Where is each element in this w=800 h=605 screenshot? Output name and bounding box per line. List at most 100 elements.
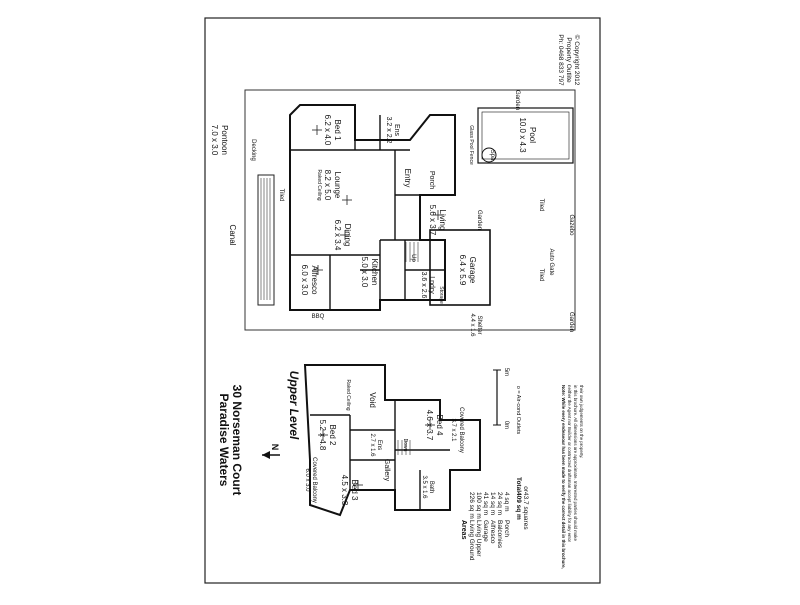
room-balc1-dims: 6.0 x 3.0: [304, 468, 310, 492]
room-garage-dims: 6.4 x 5.9: [458, 255, 467, 286]
area-value: 226 sq m: [468, 492, 475, 519]
area-label: Living Upper: [475, 520, 482, 557]
room-bed4-dims: 4.6 x 3.7: [425, 410, 434, 441]
room-lounge-dims: 8.2 x 5.0: [323, 170, 332, 201]
room-alfresco-dims: 6.0 x 3.0: [300, 265, 309, 296]
ground-stairs: [405, 242, 419, 262]
upper-stairs: [397, 440, 411, 455]
squares-value: 43.7 squares: [522, 492, 529, 530]
upper-walls: [310, 400, 450, 510]
g-garden-a-text: Garden: [514, 90, 520, 110]
garage-outline: [429, 229, 491, 306]
g-bbq-text: BBQ: [312, 314, 325, 320]
upper-floor: Bed 2 5.2 x 4.8 Covered Balcony 6.0 x 3.…: [303, 364, 481, 517]
room-bed1-label: Bed 1: [333, 120, 342, 141]
upper-fans: [318, 420, 435, 490]
g-autogate-text: Auto Gate: [548, 248, 554, 276]
area-label: Porch: [503, 520, 510, 537]
ground-room-labels: Pontoon 7.0 x 3.0 Canal Decking Bed 1 6.…: [210, 90, 574, 337]
room-living-dims: 5.6 x 3.7: [428, 205, 437, 236]
ground-floor: Pontoon 7.0 x 3.0 Canal Decking Bed 1 6.…: [210, 89, 576, 337]
g-poolfence-text: Glass Pool Fence: [468, 125, 474, 165]
copy-1-text: Property Outlite: [565, 37, 572, 83]
total-label: Total: [515, 477, 522, 492]
room-ens-dims: 3.2 x 2.2: [385, 117, 392, 144]
room-lndry-label: Lndry: [428, 276, 435, 294]
g-garden-c-text: Garden: [476, 210, 482, 230]
g-tiled-c-text: Tiled: [278, 189, 284, 202]
title-block: 30 Norseman Court Paradise Waters Upper …: [217, 371, 301, 496]
disclaimer-note: Note: While every endeavour has been mad…: [561, 385, 584, 569]
total-value: 409 sq m: [515, 492, 522, 520]
scale-bar: 0m 5m o = Air-cond Outlets: [493, 368, 521, 434]
room-kitchen-label: Kitchen: [370, 259, 379, 286]
g-garden-b-text: Garden: [568, 312, 574, 332]
north-arrow-icon: [262, 451, 270, 459]
room-living-label: Living: [438, 210, 447, 231]
note-line: neither the Agent nor Builder or contrac…: [567, 385, 572, 542]
copyright-block: © Copyright 2012 Property Outlite Ph: 04…: [557, 34, 581, 86]
upper-room-labels: Bed 2 5.2 x 4.8 Covered Balcony 6.0 x 3.…: [304, 379, 464, 505]
g-up-text: Up: [410, 254, 416, 262]
squares-label: or: [522, 486, 529, 493]
room-balc2-dims: 3.7 x 2.1: [450, 418, 456, 442]
upper-outline: [303, 364, 481, 517]
room-porch-label: Porch: [428, 171, 435, 189]
room-alfresco-label: Alfresco: [310, 266, 319, 295]
room-lounge-label: Lounge: [333, 172, 342, 199]
room-gallery-label: Gallery: [383, 459, 390, 482]
area-value: 4 sq m: [503, 492, 510, 512]
lot-boundary: [244, 89, 576, 331]
room-ens-label: Ens: [393, 124, 400, 137]
u-raked-text: Raked Ceiling: [345, 379, 351, 410]
north-label: N: [270, 444, 280, 451]
room-bath-label: Bath: [428, 481, 434, 493]
room-ens2-dims: 2.7 x 1.6: [369, 433, 375, 457]
g-tiled-b-text: Tiled: [538, 269, 544, 282]
u-down-text: Down: [402, 439, 408, 452]
room-pontoon-label: Pontoon: [220, 125, 229, 155]
page-border: [204, 17, 601, 584]
interior-walls: [290, 105, 455, 310]
area-value: 41 sq m: [482, 492, 489, 515]
area-value: 14 sq m: [489, 492, 496, 515]
north-arrow: N: [262, 444, 280, 459]
area-value: 100 sq m: [475, 492, 482, 519]
address-title: 30 Norseman Court: [230, 385, 244, 496]
room-bed4-label: Bed 4: [435, 415, 444, 436]
upper-level-label: Upper Level: [287, 371, 301, 440]
room-void-label: Void: [368, 392, 377, 408]
room-dining-dims: 6.2 x 3.4: [333, 220, 342, 251]
room-pontoon-dims: 7.0 x 3.0: [210, 125, 219, 156]
g-raked-text: Raked Ceiling: [316, 169, 322, 200]
room-balc1-label: Covered Balcony: [311, 457, 317, 503]
suburb-title: Paradise Waters: [217, 394, 231, 487]
room-ens2-label: Ens: [376, 440, 382, 450]
area-label: Balconies: [496, 520, 503, 549]
decking-strip: [257, 174, 275, 306]
area-value: 24 sq m: [496, 492, 503, 515]
g-storage-text: Storage: [438, 286, 444, 304]
room-bed3-label: Bed 3: [350, 480, 359, 501]
room-decking-label: Decking: [250, 139, 256, 161]
room-pool-dims: 10.0 x 4.3: [518, 117, 527, 153]
scale-5-text: 5m: [503, 368, 509, 376]
room-shelter-dims: 4.4 x 1.6: [469, 313, 475, 337]
areas-heading: Areas: [460, 520, 467, 540]
area-label: Alfresco: [489, 520, 496, 544]
spa-circle: [481, 147, 497, 163]
room-bath-dims: 3.5 x 1.6: [421, 475, 427, 499]
pool-inner: [481, 111, 570, 160]
room-bed2-dims: 5.2 x 4.8: [318, 420, 327, 451]
note-line: in this brochure. All dimensions are app…: [573, 385, 578, 542]
area-label: Garage: [482, 520, 489, 542]
area-label: Living Ground: [468, 520, 475, 561]
copy-2-text: Ph: 0468 833 797: [557, 34, 564, 86]
g-gazebo-text: Gazebo: [568, 214, 574, 236]
g-tiled-a-text: Tiled: [538, 199, 544, 212]
copy-0-text: © Copyright 2012: [573, 35, 581, 86]
pool-outline: [477, 107, 574, 164]
